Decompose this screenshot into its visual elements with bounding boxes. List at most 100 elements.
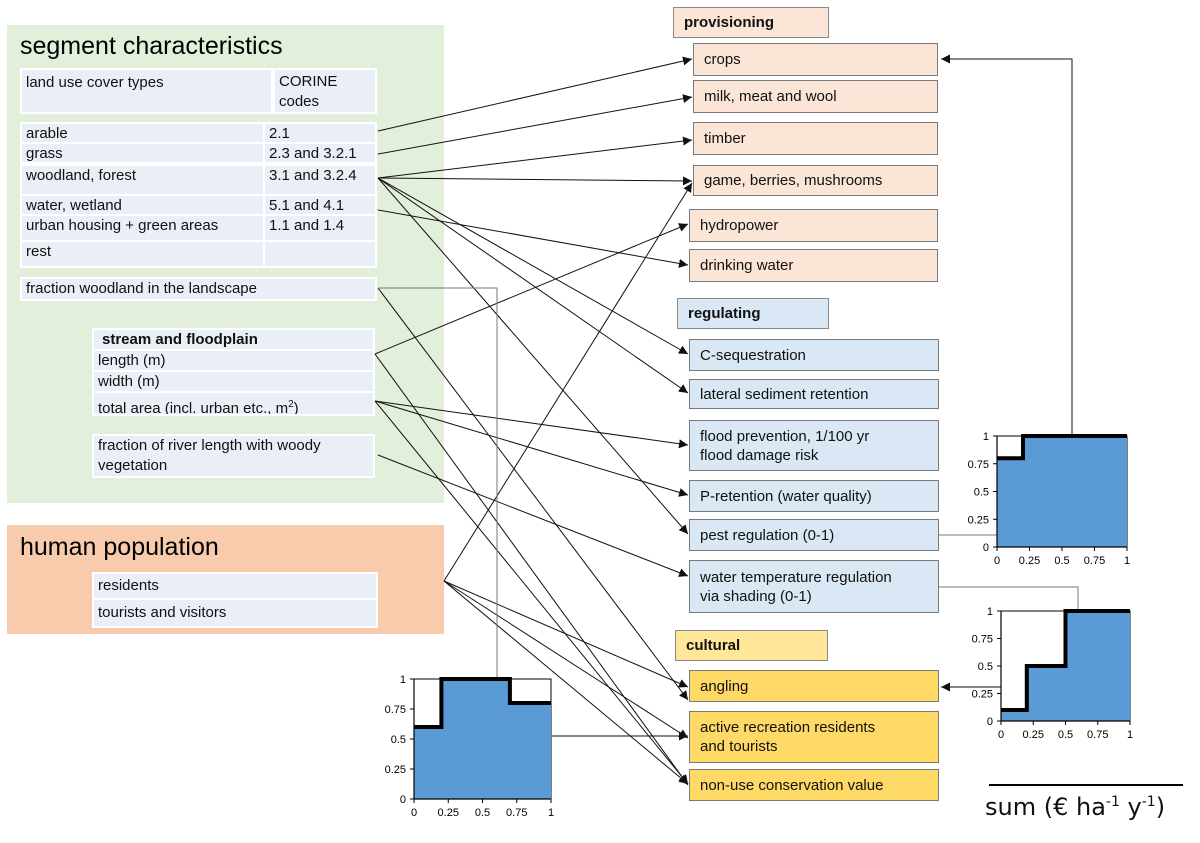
service-label-line: flood damage risk (700, 446, 819, 464)
x-tick-label: 0 (994, 555, 1000, 567)
x-tick-label: 1 (1124, 555, 1130, 567)
connector-arrow (377, 136, 693, 179)
service-regulating-item: pest regulation (0-1) (689, 519, 939, 551)
connector-arrow (377, 177, 689, 535)
connector-arrow (377, 209, 689, 268)
fraction-river-woody-line1: fraction of river length with woody (98, 437, 321, 454)
x-tick-label: 0.5 (1058, 729, 1073, 741)
service-label: non-use conservation value (700, 776, 883, 795)
x-tick-label: 1 (548, 807, 554, 819)
sum-label: sum (€ ha-1 y-1) (985, 793, 1165, 821)
segment-characteristics-title: segment characteristics (20, 32, 283, 60)
service-label-line: water temperature regulation (700, 568, 892, 586)
x-tick-label: 0.75 (1084, 555, 1105, 567)
service-label-line: non-use conservation value (700, 776, 884, 794)
connector-arrow (377, 177, 689, 355)
category-regulating: regulating (677, 298, 829, 329)
fraction-woodland-row: fraction woodland in the landscape (20, 277, 377, 301)
stream-total-area-text: total area (incl. urban etc., m (98, 400, 289, 416)
connector-arrow (377, 177, 689, 394)
fraction-river-woody: fraction of river length with woody vege… (92, 434, 375, 478)
service-label-line: angling (700, 677, 749, 695)
connector-arrow (377, 94, 693, 155)
connector-elbow (939, 586, 1079, 611)
service-provisioning-item: crops (693, 43, 938, 76)
population-residents: residents (92, 572, 378, 600)
service-label-line: via shading (0-1) (700, 587, 812, 605)
service-label: C-sequestration (700, 346, 806, 365)
landuse-code-cell (263, 240, 377, 268)
x-tick-label: 0.25 (438, 807, 459, 819)
connector-elbow (378, 287, 498, 679)
human-population-title: human population (20, 533, 219, 561)
category-cultural: cultural (675, 630, 828, 661)
y-tick-label: 0 (983, 542, 989, 554)
x-tick-label: 0.5 (1054, 555, 1069, 567)
service-label-line: active recreation residents (700, 719, 876, 736)
service-label-line: C-sequestration (700, 346, 806, 364)
service-cultural-item: active recreation residents and tourists (689, 711, 939, 763)
y-tick-label: 0.75 (968, 459, 989, 471)
service-provisioning-item: game, berries, mushrooms (693, 165, 938, 196)
x-tick-label: 0 (411, 807, 417, 819)
service-label-line: flood prevention, 1/100 yr (700, 427, 870, 445)
service-label: active recreation residents and tourists (700, 718, 875, 756)
y-tick-label: 0.5 (391, 734, 406, 746)
service-label-line: lateral sediment retention (700, 385, 869, 403)
connector-arrow (377, 56, 693, 132)
connector-arrow (374, 223, 689, 355)
connector-arrow (443, 580, 689, 739)
sum-label-sup2: -1 (1141, 794, 1156, 810)
landuse-type-cell: rest (20, 240, 265, 268)
connector-arrow (377, 287, 689, 701)
y-tick-label: 0 (987, 716, 993, 728)
landuse-header-code-line1: CORINE (279, 73, 338, 90)
sum-divider (989, 784, 1183, 786)
service-label: P-retention (water quality) (700, 487, 872, 506)
area-fill (997, 436, 1127, 547)
step-line (997, 434, 1127, 461)
stream-total-area-end: ) (293, 400, 299, 416)
y-tick-label: 0.5 (978, 661, 993, 673)
landuse-header-code-line2: codes (279, 93, 320, 110)
step-line (1001, 609, 1130, 712)
x-tick-label: 0.25 (1019, 555, 1040, 567)
connector-arrow (443, 580, 689, 785)
service-provisioning-item: hydropower (689, 209, 938, 242)
service-regulating-item: C-sequestration (689, 339, 939, 371)
landuse-code-cell: 2.3 and 3.2.1 (263, 142, 377, 164)
connector-arrow (374, 400, 689, 785)
x-tick-label: 0.5 (475, 807, 490, 819)
service-cultural-item: non-use conservation value (689, 769, 939, 801)
sum-label-text: sum (€ ha (985, 793, 1106, 821)
step-line (414, 677, 551, 729)
y-tick-label: 0.75 (972, 634, 993, 646)
y-tick-label: 0.25 (385, 764, 406, 776)
service-label: lateral sediment retention (700, 385, 868, 404)
connector-arrow (941, 54, 1073, 436)
service-provisioning-item: milk, meat and wool (693, 80, 938, 113)
service-label: pest regulation (0-1) (700, 526, 834, 545)
population-tourists: tourists and visitors (92, 598, 378, 628)
stream-total-area: total area (incl. urban etc., m2) (92, 391, 375, 416)
sum-label-sup1: -1 (1105, 794, 1120, 810)
connector-arrow (443, 182, 693, 582)
y-tick-label: 0.25 (972, 689, 993, 701)
x-tick-label: 0 (998, 729, 1004, 741)
stream-total-area-sup: 2 (288, 399, 294, 410)
landuse-header-type: land use cover types (20, 68, 273, 114)
y-tick-label: 0.25 (968, 514, 989, 526)
service-cultural-item: angling (689, 670, 939, 702)
y-tick-label: 1 (987, 606, 993, 618)
service-label-line: and tourists (700, 738, 778, 755)
connector-arrow (374, 353, 689, 786)
category-provisioning: provisioning (673, 7, 829, 38)
landuse-code-cell: 3.1 and 3.2.4 (263, 164, 377, 196)
stream-width: width (m) (92, 370, 375, 393)
